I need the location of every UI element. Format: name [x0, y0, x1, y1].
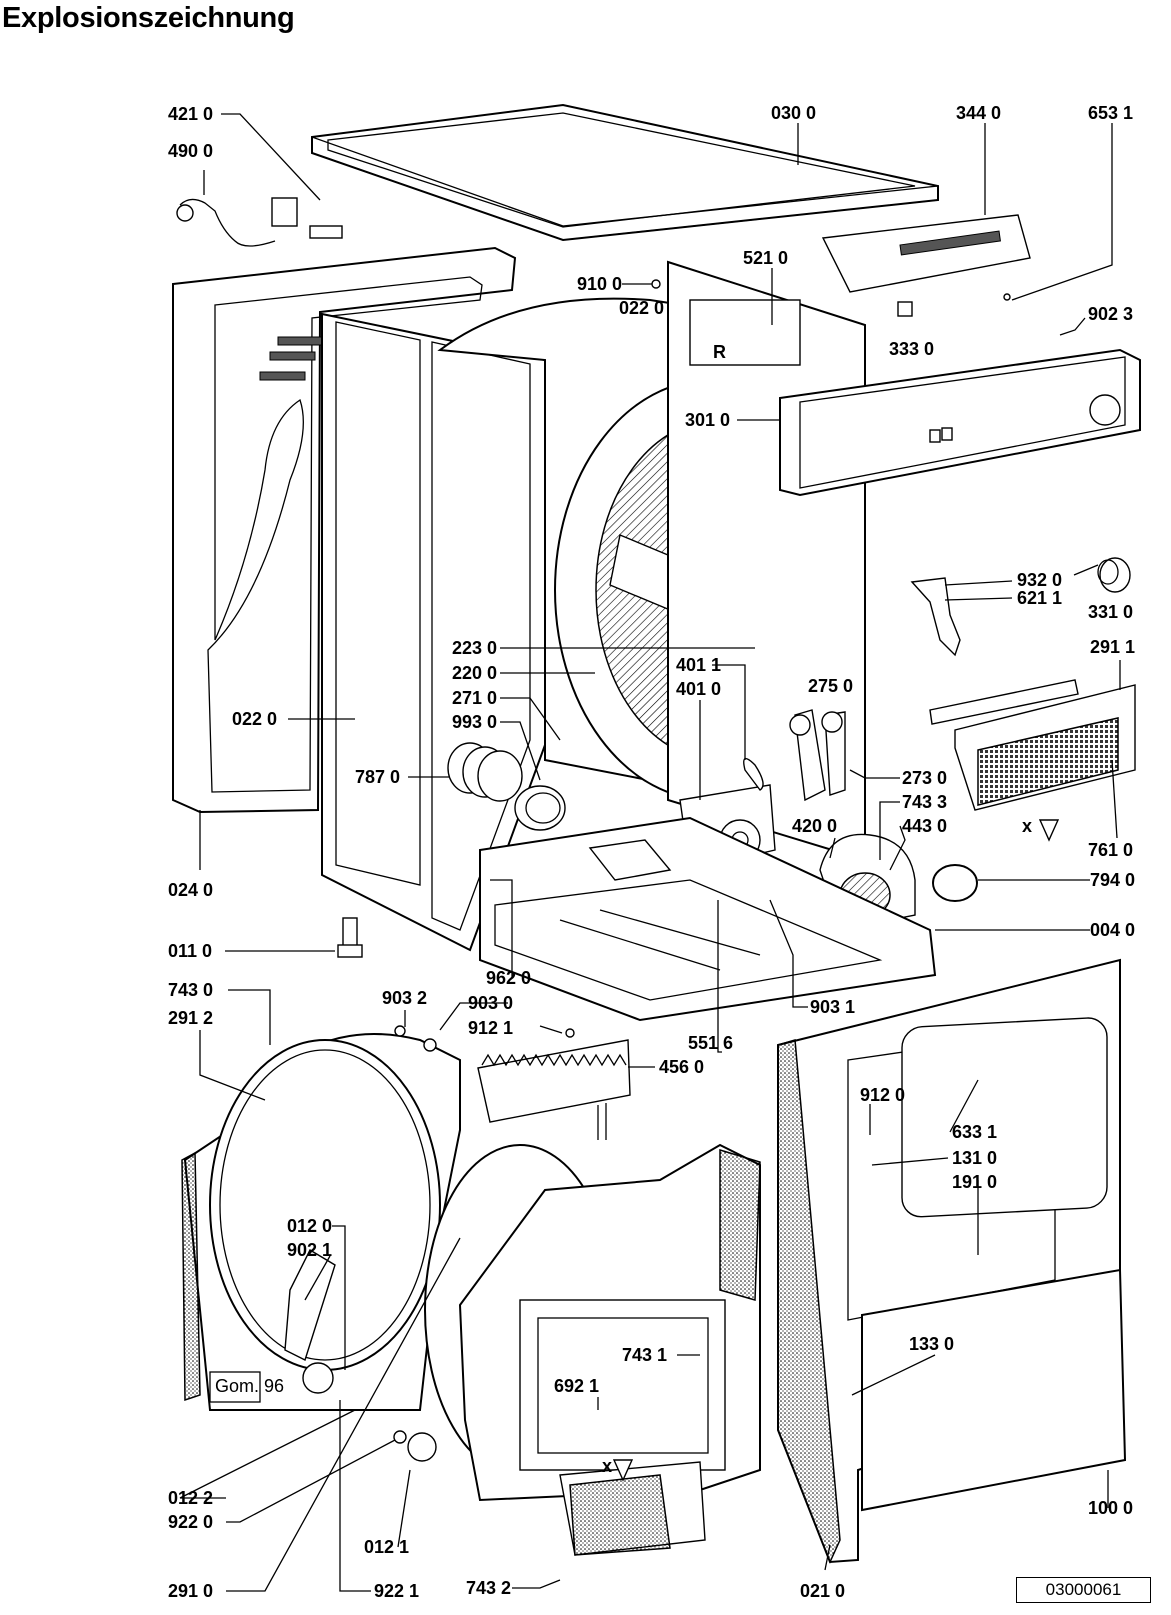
- arrow-down-icon: [1038, 819, 1060, 842]
- part-label: 993 0: [452, 712, 497, 732]
- part-label: 761 0: [1088, 840, 1133, 860]
- heater-spring: [447, 742, 566, 831]
- x-marker: x: [602, 1456, 612, 1476]
- part-label: 551 6: [688, 1033, 733, 1053]
- control-panel: [779, 348, 1141, 497]
- part-label: 443 0: [902, 816, 947, 836]
- part-label: 030 0: [771, 103, 816, 123]
- part-label: 903 2: [382, 988, 427, 1008]
- part-label: 794 0: [1090, 870, 1135, 890]
- part-label: 275 0: [808, 676, 853, 696]
- part-label: 291 0: [168, 1581, 213, 1601]
- heater-element: [477, 1039, 631, 1140]
- part-label: 653 1: [1088, 103, 1133, 123]
- part-label: 743 3: [902, 792, 947, 812]
- part-label: 490 0: [168, 141, 213, 161]
- part-label: 012 0: [287, 1216, 332, 1236]
- part-label: 291 1: [1090, 637, 1135, 657]
- door-switch: [910, 577, 961, 657]
- part-label: 743 0: [168, 980, 213, 1000]
- base-frame: [479, 816, 937, 1022]
- part-label: 922 1: [374, 1581, 419, 1601]
- part-label: 011 0: [168, 941, 212, 961]
- part-label: 344 0: [956, 103, 1001, 123]
- part-label: 922 0: [168, 1512, 213, 1532]
- leader-lines: [179, 113, 1121, 1592]
- part-labels: 421 0 490 0 030 0 344 0 653 1 521 0 910 …: [168, 103, 1135, 1601]
- stamp-text: Gom. 96: [215, 1376, 284, 1396]
- part-label: 401 0: [676, 679, 721, 699]
- part-label: 022 0: [619, 298, 664, 318]
- x-marker: x: [1022, 816, 1032, 836]
- part-label: 902 3: [1088, 304, 1133, 324]
- part-label: 456 0: [659, 1057, 704, 1077]
- part-label: 692 1: [554, 1376, 599, 1396]
- part-label: 401 1: [676, 655, 721, 675]
- screw: [337, 917, 363, 958]
- part-label: 912 0: [860, 1085, 905, 1105]
- part-label: 131 0: [952, 1148, 997, 1168]
- svg-text:R: R: [713, 342, 726, 362]
- part-label: 022 0: [232, 709, 277, 729]
- part-label: 903 0: [468, 993, 513, 1013]
- rear-bearing-shield: Gom. 96: [181, 1033, 461, 1411]
- front-bearing-shield: [424, 1143, 761, 1556]
- part-label: 521 0: [743, 248, 788, 268]
- part-label: 420 0: [792, 816, 837, 836]
- part-label: 301 0: [685, 410, 730, 430]
- part-label: 191 0: [952, 1172, 997, 1192]
- part-label: 331 0: [1088, 602, 1133, 622]
- part-label: 902 1: [287, 1240, 332, 1260]
- part-label: 100 0: [1088, 1498, 1133, 1518]
- page-title: Explosionszeichnung: [2, 2, 295, 34]
- part-label: 220 0: [452, 663, 497, 683]
- arrow-down-icon: [612, 1459, 634, 1482]
- part-label: 621 1: [1017, 588, 1062, 608]
- part-label: 912 1: [468, 1018, 513, 1038]
- top-cover: [311, 103, 939, 242]
- document-number: 03000061: [1016, 1577, 1151, 1603]
- belt-tensioner: [789, 709, 846, 802]
- part-label: 291 2: [168, 1008, 213, 1028]
- part-label: 633 1: [952, 1122, 997, 1142]
- part-label: 223 0: [452, 638, 497, 658]
- small-hardware: [393, 279, 1011, 1462]
- part-label: 012 1: [364, 1537, 409, 1557]
- part-label: 333 0: [889, 339, 934, 359]
- lint-filter: [929, 679, 1136, 811]
- knob: [1097, 557, 1131, 593]
- part-label: 932 0: [1017, 570, 1062, 590]
- part-label: 021 0: [800, 1581, 845, 1601]
- part-label: 273 0: [902, 768, 947, 788]
- part-label: 787 0: [355, 767, 400, 787]
- control-board: [821, 214, 1031, 317]
- power-cable: [176, 197, 343, 247]
- part-label: 133 0: [909, 1334, 954, 1354]
- part-label: 012 2: [168, 1488, 213, 1508]
- part-label: 962 0: [486, 968, 531, 988]
- part-label: 743 2: [466, 1578, 511, 1598]
- part-label: 004 0: [1090, 920, 1135, 940]
- part-label: 421 0: [168, 104, 213, 124]
- part-label: 271 0: [452, 688, 497, 708]
- door: [777, 958, 1127, 1564]
- part-label: 743 1: [622, 1345, 667, 1365]
- left-side-panel: [172, 246, 517, 814]
- part-label: 903 1: [810, 997, 855, 1017]
- part-label: 910 0: [577, 274, 622, 294]
- part-label: 024 0: [168, 880, 213, 900]
